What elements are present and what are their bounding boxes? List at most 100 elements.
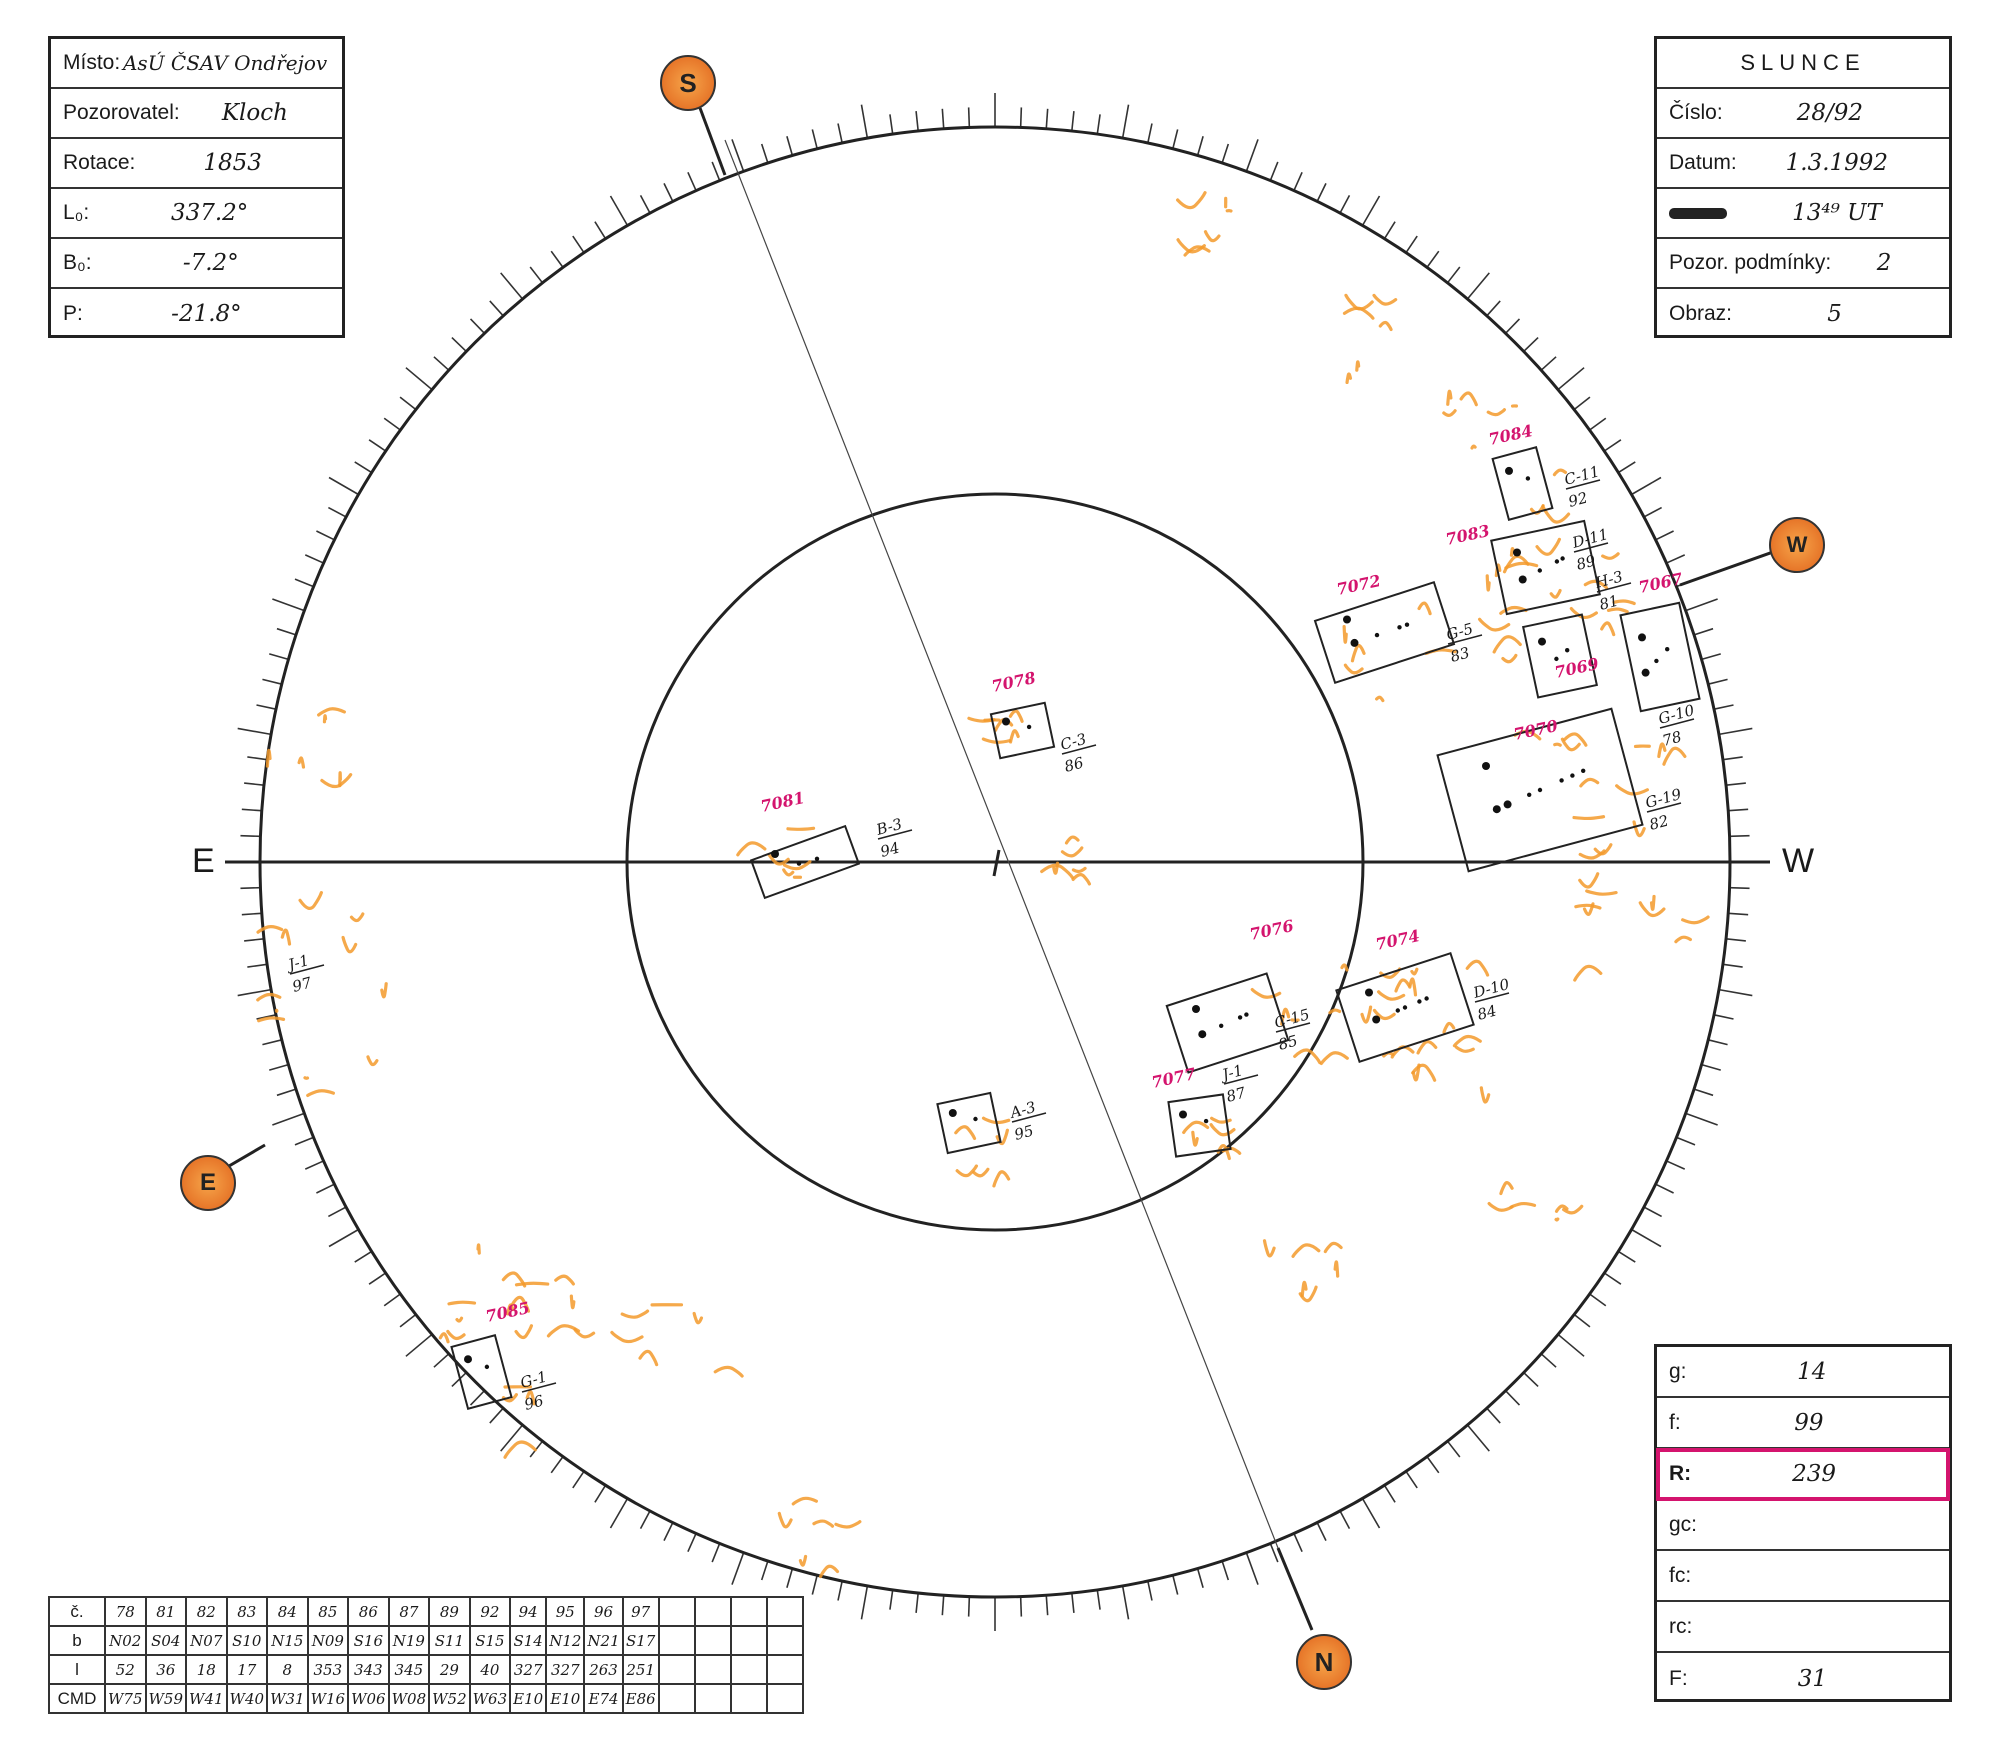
group-number-label: 87	[1224, 1083, 1248, 1105]
fraction-bar	[877, 829, 913, 840]
g-label: g:	[1669, 1359, 1687, 1383]
limb-tick	[663, 1522, 674, 1541]
sunspot	[484, 1364, 490, 1370]
limb-tick	[1707, 1039, 1728, 1046]
limb-tick	[1617, 461, 1636, 474]
limb-tick	[967, 1596, 971, 1617]
table-cell: W08	[387, 1683, 431, 1714]
p-value: -21.8°	[171, 301, 242, 327]
facula-mark	[1319, 1051, 1349, 1066]
facula-mark	[1191, 1130, 1199, 1147]
limb-tick	[594, 1484, 607, 1503]
limb-tick	[328, 476, 359, 496]
podminky-label: Pozor. podmínky:	[1669, 251, 1832, 274]
limb-tick	[967, 107, 971, 128]
noaa-number: 7074	[1374, 926, 1422, 954]
facula-mark	[972, 1167, 990, 1178]
table-cell: 94	[509, 1596, 548, 1627]
limb-tick	[262, 678, 283, 685]
group-number-label: 95	[1012, 1122, 1035, 1144]
limb-tick	[1466, 1424, 1490, 1452]
sunspot	[1192, 1005, 1200, 1013]
limb-tick	[609, 195, 629, 226]
limb-tick	[1725, 938, 1746, 942]
facula-mark	[1394, 978, 1411, 993]
facula-mark	[1342, 306, 1375, 320]
sunspot-groups-layer: C-3867078B-3947081G-5837072C-11927084D-1…	[283, 421, 1701, 1414]
limb-tick	[711, 1543, 721, 1563]
limb-tick	[256, 1014, 277, 1020]
facula-mark	[955, 1164, 978, 1178]
facula-mark	[1250, 987, 1282, 999]
facula-mark	[1574, 903, 1602, 910]
podminky-value: 2	[1876, 250, 1892, 276]
row-l0: L₀:337.2°	[51, 189, 342, 239]
r-label: R:	[1669, 1461, 1692, 1485]
limb-tick	[247, 756, 268, 761]
limb-tick	[1643, 506, 1663, 518]
limb-tick	[276, 1088, 297, 1097]
table-cell: W63	[468, 1683, 512, 1714]
sunspot	[1198, 1030, 1207, 1039]
limb-tick	[1603, 439, 1622, 452]
limb-tick	[469, 1390, 486, 1406]
limb-tick	[1713, 1014, 1734, 1020]
facula-mark	[1344, 293, 1374, 311]
limb-tick	[1603, 1272, 1622, 1285]
fraction-bar	[1659, 718, 1695, 729]
facula-mark	[1300, 1280, 1308, 1298]
table-cell: S15	[468, 1625, 512, 1656]
compass-badge-n: N	[1296, 1634, 1352, 1690]
facula-mark	[1662, 746, 1687, 766]
table-cell	[765, 1625, 804, 1656]
F-value: 31	[1797, 1665, 1827, 1692]
sunspot	[1505, 466, 1513, 475]
compass-label-n: N	[1314, 1646, 1334, 1677]
table-cell: 96	[583, 1596, 624, 1627]
limb-tick	[1713, 704, 1734, 710]
limb-tick	[1589, 417, 1607, 431]
limb-tick	[383, 1293, 401, 1307]
facula-mark	[1375, 695, 1385, 703]
group-box	[450, 1334, 513, 1410]
sunspot	[1417, 999, 1422, 1004]
cislo-value: 28/92	[1796, 100, 1863, 126]
limb-tick	[1728, 808, 1749, 812]
facula-mark	[798, 1554, 808, 1567]
table-cell: E10	[545, 1683, 586, 1714]
sunspot	[1654, 658, 1659, 664]
row-rotace: Rotace:1853	[51, 139, 342, 189]
limb-tick	[1383, 1484, 1396, 1503]
s-pointer	[698, 107, 727, 176]
limb-tick	[1096, 114, 1101, 135]
facula-mark	[1549, 588, 1562, 599]
facula-mark	[954, 1125, 977, 1141]
limb-tick	[405, 367, 433, 391]
sunspot-group: J-197	[283, 951, 325, 996]
table-cell: S10	[225, 1625, 269, 1656]
facula-mark	[786, 826, 816, 831]
limb-tick	[1245, 1552, 1259, 1585]
facula-mark	[1600, 621, 1616, 637]
l0-value: 337.2°	[170, 200, 249, 226]
group-number-label: 81	[1597, 592, 1620, 614]
facula-mark	[1203, 230, 1221, 243]
limb-tick	[1718, 727, 1753, 736]
sunspot	[1219, 1023, 1224, 1028]
facula-mark	[777, 1511, 793, 1529]
sunspot	[1554, 559, 1560, 564]
facula-mark	[834, 1520, 862, 1529]
sunspot	[1559, 778, 1564, 783]
facula-mark	[692, 1311, 704, 1325]
sunspot	[1026, 724, 1032, 730]
limb-tick	[687, 1533, 697, 1553]
limb-tick	[1071, 111, 1075, 132]
sunspot	[1513, 548, 1521, 557]
limb-tick	[1426, 1456, 1440, 1474]
slunce-title: SLUNCE	[1657, 39, 1949, 89]
facula-mark	[306, 1089, 335, 1098]
limb-tick	[731, 139, 745, 172]
sunspot	[1482, 762, 1490, 770]
